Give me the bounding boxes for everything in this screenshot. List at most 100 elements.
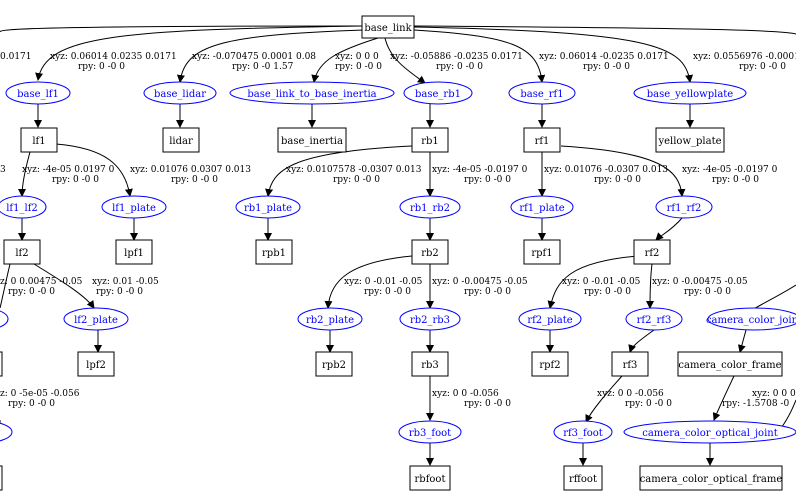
link-nodes: base_link lf1 lidar base_inertia rb1 rf1…: [0, 15, 783, 491]
edge-label-far-left: 0.0171: [0, 52, 32, 62]
edge-base-rb1: [384, 37, 426, 84]
link-rpf1[interactable]: rpf1: [523, 239, 561, 265]
link-label: rpb2: [322, 360, 346, 371]
edge-lf1-lf1-plate: [55, 143, 133, 197]
joint-rf3-foot[interactable]: rf3_foot: [553, 420, 613, 444]
joint-camera-color-joint[interactable]: camera_color_joint: [706, 307, 796, 331]
edge-lf2-offscreen: [0, 263, 11, 309]
link-base-inertia[interactable]: base_inertia: [277, 127, 347, 153]
edge-rf1-rf2-to-rf2: [655, 217, 683, 241]
edge-base-inertia: [311, 37, 379, 83]
joint-rb1-rb2[interactable]: rb1_rb2: [399, 195, 461, 219]
link-label: lf2: [15, 248, 28, 259]
link-lf3-partial[interactable]: [0, 351, 3, 377]
edge-label-base-yellowplate-rpy: rpy: 0 -0 0: [739, 62, 786, 72]
edge-label-rf1-plate-xyz: xyz: 0.01076 -0.0307 0.013: [544, 165, 668, 175]
edge-label-base-lf1-rpy: rpy: 0 -0 0: [78, 62, 125, 72]
link-label: rffoot: [569, 474, 597, 485]
joint-base-lidar[interactable]: base_lidar: [143, 81, 217, 105]
link-base-link[interactable]: base_link: [361, 15, 415, 39]
joint-label: rf2_plate: [527, 315, 572, 326]
joint-label: rf1_rf2: [667, 203, 702, 214]
edge-label-camera-optical-xyz: xyz: 0 0 0: [752, 389, 796, 399]
edge-label-base-lidar-xyz: xyz: -0.070475 0.0001 0.08: [192, 52, 316, 62]
edge-label-lf1-lf2-rpy: rpy: 0 -0 0: [52, 175, 99, 185]
edge-label-lf1-plate-rpy: rpy: 0 -0 0: [171, 175, 218, 185]
link-lpf2[interactable]: lpf2: [77, 351, 115, 377]
link-yellow-plate[interactable]: yellow_plate: [655, 127, 725, 153]
edge-label-rb2-rb3-rpy: rpy: 0 -0 0: [464, 287, 511, 297]
joint-label: camera_color_optical_joint: [642, 428, 778, 439]
joint-rb3-foot[interactable]: rb3_foot: [398, 420, 462, 444]
edge-label-base-yellowplate-xyz: xyz: 0.0556976 -0.0001: [693, 52, 796, 62]
link-label: lpf1: [124, 248, 144, 259]
edge-rf1-rf1-rf2: [560, 145, 686, 197]
joint-label: base_rf1: [520, 89, 563, 100]
joint-lf2-plate[interactable]: lf2_plate: [63, 307, 129, 331]
joint-rb2-rb3[interactable]: rb2_rb3: [399, 307, 461, 331]
joint-rf1-rf2[interactable]: rf1_rf2: [655, 195, 713, 219]
link-camera-color-optical-frame[interactable]: camera_color_optical_frame: [639, 465, 783, 491]
link-lpf1[interactable]: lpf1: [115, 239, 153, 265]
joint-lf1-lf2[interactable]: lf1_lf2: [0, 195, 47, 219]
link-lf-foot-partial[interactable]: [0, 465, 3, 491]
edge-camera-frame-optical-joint: [712, 375, 735, 421]
link-rpf2[interactable]: rpf2: [531, 351, 569, 377]
joint-rb2-plate[interactable]: rb2_plate: [297, 307, 363, 331]
joint-label: rf2_rf3: [637, 315, 672, 326]
joint-lf3-foot-partial[interactable]: [0, 421, 13, 443]
edge-label-base-rf1-xyz: xyz: 0.06014 -0.0235 0.0171: [539, 52, 669, 62]
joint-rf2-plate[interactable]: rf2_plate: [518, 307, 582, 331]
joint-base-rb1[interactable]: base_rb1: [403, 81, 473, 105]
link-rf1[interactable]: rf1: [523, 127, 561, 153]
edge-label-rb2-plate-xyz: xyz: 0 -0.01 -0.05: [344, 277, 423, 287]
link-rbfoot[interactable]: rbfoot: [409, 465, 451, 491]
link-camera-color-frame[interactable]: camera_color_frame: [677, 351, 783, 377]
link-rpb2[interactable]: rpb2: [315, 351, 353, 377]
joint-base-yellowplate[interactable]: base_yellowplate: [633, 81, 747, 105]
joint-camera-color-optical-joint[interactable]: camera_color_optical_joint: [623, 420, 796, 444]
link-rb3[interactable]: rb3: [411, 351, 449, 377]
joint-label: base_yellowplate: [647, 89, 734, 100]
joint-label: base_link_to_base_inertia: [247, 89, 376, 100]
link-rffoot[interactable]: rffoot: [563, 465, 603, 491]
joint-lf1-plate[interactable]: lf1_plate: [101, 195, 167, 219]
edge-label-rb3-foot-xyz: xyz: 0 0 -0.056: [432, 389, 499, 399]
edge-label-base-rb1-xyz: xyz: -0.05886 -0.0235 0.0171: [390, 52, 523, 62]
joint-nodes: base_lf1 base_lidar base_link_to_base_in…: [0, 81, 796, 444]
edge-label-lf1-lf2-fragment: 3: [0, 165, 6, 175]
link-lidar[interactable]: lidar: [162, 127, 200, 153]
joint-base-rf1[interactable]: base_rf1: [508, 81, 576, 105]
joint-label: rb2_rb3: [410, 315, 450, 326]
link-rb1[interactable]: rb1: [411, 127, 449, 153]
link-label: camera_color_optical_frame: [640, 474, 783, 485]
joint-label: rb2_plate: [306, 315, 354, 326]
joint-lf2-lf3-partial[interactable]: [0, 308, 9, 330]
joint-rf1-plate[interactable]: rf1_plate: [510, 195, 574, 219]
link-lf1[interactable]: lf1: [20, 127, 58, 153]
link-rf2[interactable]: rf2: [633, 239, 671, 265]
link-rf3[interactable]: rf3: [611, 351, 649, 377]
link-lf2[interactable]: lf2: [3, 239, 41, 265]
edge-label-rf3-foot-xyz: xyz: 0 0 -0.056: [597, 389, 664, 399]
edge-label-rb1-plate-rpy: rpy: 0 -0 0: [333, 175, 380, 185]
joint-label: rb1_plate: [244, 203, 292, 214]
edge-label-lf3-left-xyz: z: 0 -5e-05 -0.056: [0, 389, 80, 399]
link-label: rpb1: [262, 248, 286, 259]
joint-base-lf1[interactable]: base_lf1: [5, 81, 71, 105]
joint-base-link-to-base-inertia[interactable]: base_link_to_base_inertia: [229, 81, 395, 105]
edge-label-lf1-plate-xyz: xyz: 0.01076 0.0307 0.013: [130, 165, 251, 175]
edge-base-yellowplate: [413, 26, 694, 83]
edge-base-offscreen-right: [413, 25, 796, 35]
edge-lf2-lf2-plate: [33, 263, 95, 309]
joint-label: base_lf1: [17, 89, 59, 100]
edge-label-base-lidar-rpy: rpy: 0 -0 1.57: [232, 62, 294, 72]
link-rb2[interactable]: rb2: [411, 239, 449, 265]
edge-label-rf1-rf2-rpy: rpy: 0 -0 0: [712, 175, 759, 185]
link-label: rf2: [645, 248, 660, 259]
joint-rf2-rf3[interactable]: rf2_rf3: [625, 307, 683, 331]
joint-rb1-plate[interactable]: rb1_plate: [235, 195, 301, 219]
edge-label-lf2-plate-rpy: rpy: 0 -0 0: [96, 287, 143, 297]
link-rpb1[interactable]: rpb1: [255, 239, 293, 265]
